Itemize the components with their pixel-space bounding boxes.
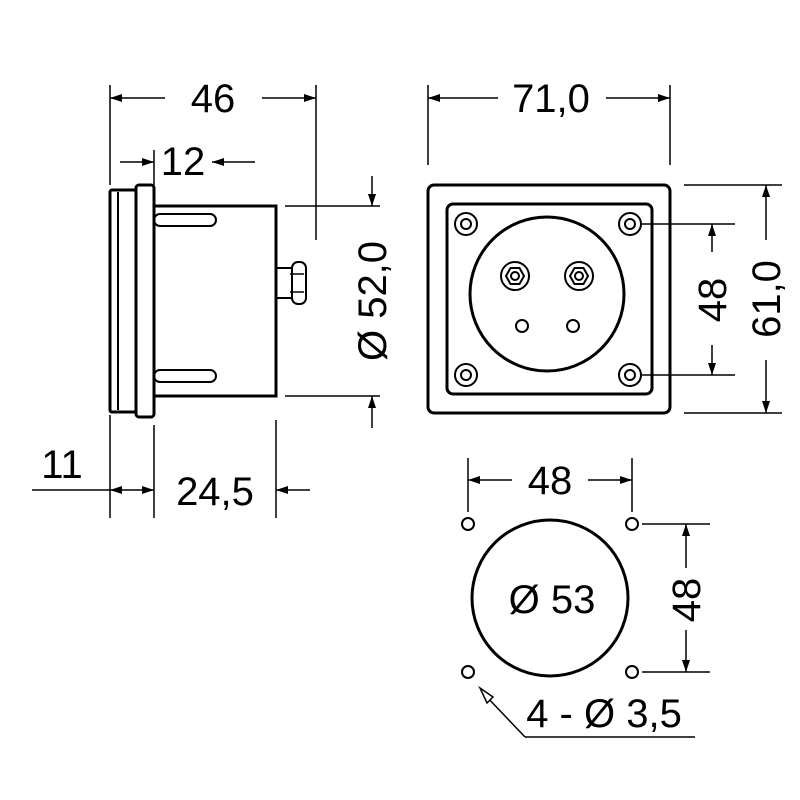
mounting-stud-bottom [153, 369, 217, 383]
dim-body-diameter: Ø 52,0 [351, 241, 395, 361]
rear-view: 71,0 48 61,0 [426, 77, 789, 415]
dim-cutout-pitch-v: 48 [665, 578, 709, 623]
mounting-stud-top [153, 213, 217, 227]
dim-total-depth: 46 [191, 77, 236, 121]
corner-screw [618, 212, 642, 236]
corner-screw [454, 363, 478, 387]
small-hole [515, 319, 529, 333]
small-hole [566, 319, 580, 333]
dim-hole-pitch: 48 [691, 278, 735, 323]
dim-frame-height: 61,0 [745, 260, 789, 338]
terminal-nut [500, 261, 530, 291]
rear-terminal [275, 267, 293, 299]
rear-frame-outer [426, 183, 672, 415]
rear-frame-inner [445, 202, 654, 396]
mount-hole [461, 517, 475, 531]
mount-hole [625, 517, 639, 531]
terminal-nut [564, 261, 594, 291]
front-bezel [108, 188, 138, 414]
panel-cutout: 48 48 Ø 53 4 - Ø 3,5 [461, 458, 710, 738]
dim-bezel-depth: 12 [161, 140, 206, 184]
center-cutout [470, 518, 630, 678]
corner-screw [618, 363, 642, 387]
side-view: 46 12 11 24,5 Ø 52,0 [32, 77, 395, 518]
rear-body-circle [468, 215, 626, 373]
meter-body [152, 204, 278, 398]
dim-body-depth: 24,5 [176, 470, 254, 514]
dim-frame-width: 71,0 [512, 77, 590, 121]
corner-screw [454, 212, 478, 236]
mount-hole [461, 665, 475, 679]
mounting-flange [134, 183, 156, 419]
dim-mount-holes: 4 - Ø 3,5 [526, 692, 682, 736]
mount-hole [625, 665, 639, 679]
dim-cutout-diameter: Ø 53 [509, 578, 596, 622]
dim-front-depth: 11 [41, 443, 83, 487]
dim-cutout-pitch-h: 48 [528, 459, 573, 503]
